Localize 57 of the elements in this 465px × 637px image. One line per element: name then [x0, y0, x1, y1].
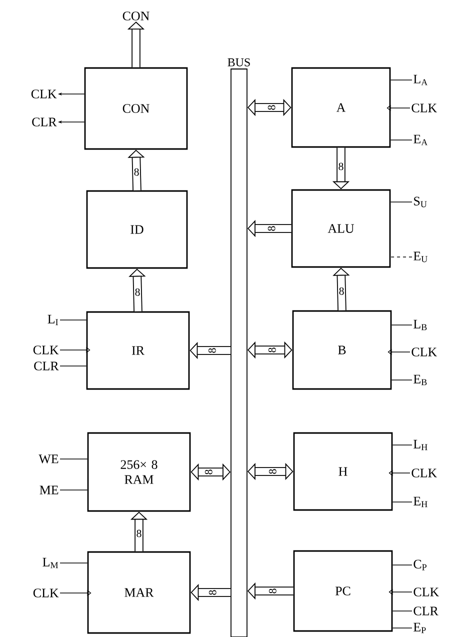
- edge-label: 8: [134, 168, 139, 176]
- signal-label: L$_{M}$: [42, 558, 58, 568]
- signal-label: S$_{U}$: [414, 196, 427, 208]
- signal-line: [392, 564, 412, 566]
- register-box: MAR: [87, 551, 191, 634]
- register-box: H: [293, 432, 393, 511]
- signal-label: CLK: [414, 588, 439, 596]
- signal-line: [60, 458, 88, 460]
- bus-bar: BUS: [228, 58, 250, 637]
- signal-label: ME: [40, 486, 58, 494]
- signal-label: L$_{B}$: [414, 320, 427, 330]
- signal-label: CLK: [33, 588, 59, 598]
- signal-label: E$_{A}$: [414, 134, 428, 146]
- register-box: IR: [86, 311, 190, 390]
- edge-label: 8: [135, 288, 140, 296]
- signal-line: [392, 444, 412, 446]
- edge-label: 8: [136, 530, 142, 538]
- signal-label: CLR: [34, 362, 59, 370]
- register-box: A: [291, 67, 391, 148]
- decoder-box: ID: [86, 190, 188, 269]
- output-label: CON: [122, 12, 150, 20]
- signal-label: CLK: [31, 90, 57, 98]
- signal-label: WE: [38, 454, 58, 464]
- edge-label: 8: [268, 226, 276, 231]
- edge-label: 8: [268, 588, 276, 594]
- memory-box: 256× 8 RAM: [87, 432, 191, 512]
- edge-label: 8: [338, 162, 344, 170]
- signal-label: CLK: [412, 348, 437, 356]
- signal-line: [392, 610, 412, 612]
- edge-label: 8: [268, 105, 276, 110]
- signal-label: CLR: [414, 606, 438, 616]
- signal-label: L$_{I}$: [48, 314, 58, 326]
- edge-label: 8: [208, 348, 216, 353]
- edge-label: 8: [204, 470, 212, 474]
- signal-label: L$_{H}$: [414, 440, 428, 450]
- signal-line: [390, 256, 412, 258]
- signal-label: CLR: [32, 118, 57, 126]
- register-box: B: [292, 310, 392, 390]
- signal-line: [60, 562, 88, 564]
- alu-box: ALU: [291, 189, 391, 268]
- node-label: BUS: [228, 58, 250, 66]
- edge-label: 8: [268, 469, 276, 474]
- signal-label: C$_{P}$: [414, 560, 426, 570]
- control-box: CON: [84, 67, 188, 150]
- signal-label: CLK: [33, 346, 59, 354]
- signal-label: E$_{B}$: [414, 374, 427, 386]
- signal-line: [391, 324, 412, 326]
- signal-label: CLK: [412, 468, 437, 478]
- signal-label: E$_{H}$: [414, 496, 428, 508]
- edge-label: 8: [339, 287, 344, 295]
- signal-label: CLK: [412, 104, 437, 112]
- signal-label: L$_{A}$: [414, 74, 428, 86]
- signal-label: E$_{U}$: [414, 252, 428, 262]
- counter-box: PC: [293, 550, 393, 632]
- edge-label: 8: [268, 348, 276, 352]
- edge-label: 8: [208, 590, 216, 595]
- signal-label: E$_{P}$: [414, 622, 426, 634]
